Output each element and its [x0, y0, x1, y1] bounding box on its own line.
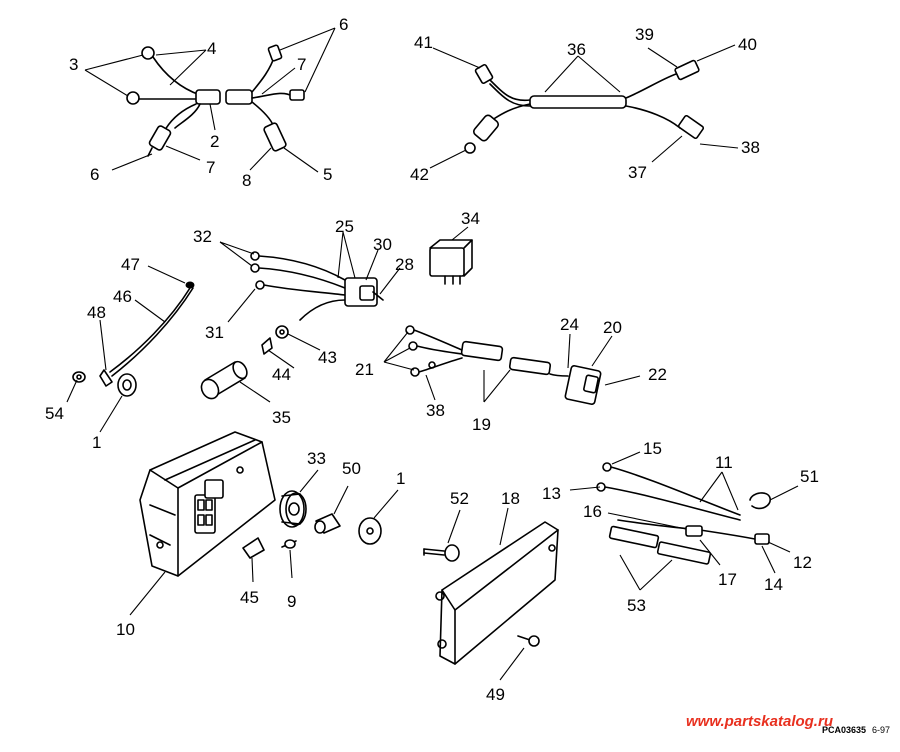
callout-6b: 6 — [90, 165, 99, 184]
callout-9: 9 — [287, 592, 296, 611]
harness-25 — [250, 251, 384, 321]
sleeve-50 — [314, 513, 341, 534]
callout-numbers: 3 4 2 6 7 6 7 8 5 41 36 39 40 38 37 42 3… — [45, 15, 819, 704]
callout-34: 34 — [461, 209, 480, 228]
callout-25: 25 — [335, 217, 354, 236]
callout-22: 22 — [648, 365, 667, 384]
callout-21: 21 — [355, 360, 374, 379]
harness-11 — [596, 462, 771, 545]
callout-1a: 1 — [92, 433, 101, 452]
callout-20: 20 — [603, 318, 622, 337]
callout-40: 40 — [738, 35, 757, 54]
callout-18: 18 — [501, 489, 520, 508]
harness-19 — [405, 325, 602, 405]
callout-38b: 38 — [426, 401, 445, 420]
cover-18 — [435, 521, 559, 665]
callout-47: 47 — [121, 255, 140, 274]
callout-2: 2 — [210, 132, 219, 151]
callout-28: 28 — [395, 255, 414, 274]
callout-37: 37 — [628, 163, 647, 182]
watermark: www.partskatalog.ru — [686, 713, 833, 730]
callout-4: 4 — [207, 39, 216, 58]
sleeves-53 — [608, 525, 712, 565]
screw-49 — [517, 635, 540, 647]
callout-39: 39 — [635, 25, 654, 44]
callout-16: 16 — [583, 502, 602, 521]
drawing-date: 6-97 — [872, 725, 890, 735]
callout-51: 51 — [800, 467, 819, 486]
callout-45: 45 — [240, 588, 259, 607]
callout-41: 41 — [414, 33, 433, 52]
callout-49: 49 — [486, 685, 505, 704]
callout-15: 15 — [643, 439, 662, 458]
terminal-box-10 — [139, 431, 276, 577]
grommet-33 — [279, 490, 307, 528]
ground-strap-46 — [72, 281, 195, 397]
callout-54: 54 — [45, 404, 64, 423]
callout-19: 19 — [472, 415, 491, 434]
callout-24: 24 — [560, 315, 579, 334]
callout-33: 33 — [307, 449, 326, 468]
callout-48: 48 — [87, 303, 106, 322]
callout-36: 36 — [567, 40, 586, 59]
grommet-1 — [358, 517, 382, 545]
callout-7a: 7 — [297, 55, 306, 74]
callout-42: 42 — [410, 165, 429, 184]
drawing-code: PCA03635 — [822, 725, 866, 735]
callout-53: 53 — [627, 596, 646, 615]
callout-35: 35 — [272, 408, 291, 427]
leader-lines — [66, 27, 799, 681]
callout-38a: 38 — [741, 138, 760, 157]
harness-36 — [464, 59, 705, 154]
clip-45 — [242, 537, 265, 559]
callout-8: 8 — [242, 171, 251, 190]
callout-6a: 6 — [339, 15, 348, 34]
boot-35 — [200, 360, 248, 400]
callout-5: 5 — [323, 165, 332, 184]
callout-31: 31 — [205, 323, 224, 342]
screw-9 — [281, 539, 297, 549]
callout-1b: 1 — [396, 469, 405, 488]
callout-12: 12 — [793, 553, 812, 572]
callout-14: 14 — [764, 575, 783, 594]
callout-11: 11 — [715, 453, 733, 472]
relay-34 — [429, 239, 473, 285]
callout-3: 3 — [69, 55, 78, 74]
callout-43: 43 — [318, 348, 337, 367]
callout-46: 46 — [113, 287, 132, 306]
callout-10: 10 — [116, 620, 135, 639]
harness-2 — [126, 44, 305, 157]
callout-30: 30 — [373, 235, 392, 254]
callout-50: 50 — [342, 459, 361, 478]
callout-32: 32 — [193, 227, 212, 246]
callout-7b: 7 — [206, 158, 215, 177]
callout-17: 17 — [718, 570, 737, 589]
callout-44: 44 — [272, 365, 291, 384]
clip-43-44 — [261, 325, 289, 355]
callout-13: 13 — [542, 484, 561, 503]
screw-52 — [423, 544, 460, 562]
callout-52: 52 — [450, 489, 469, 508]
